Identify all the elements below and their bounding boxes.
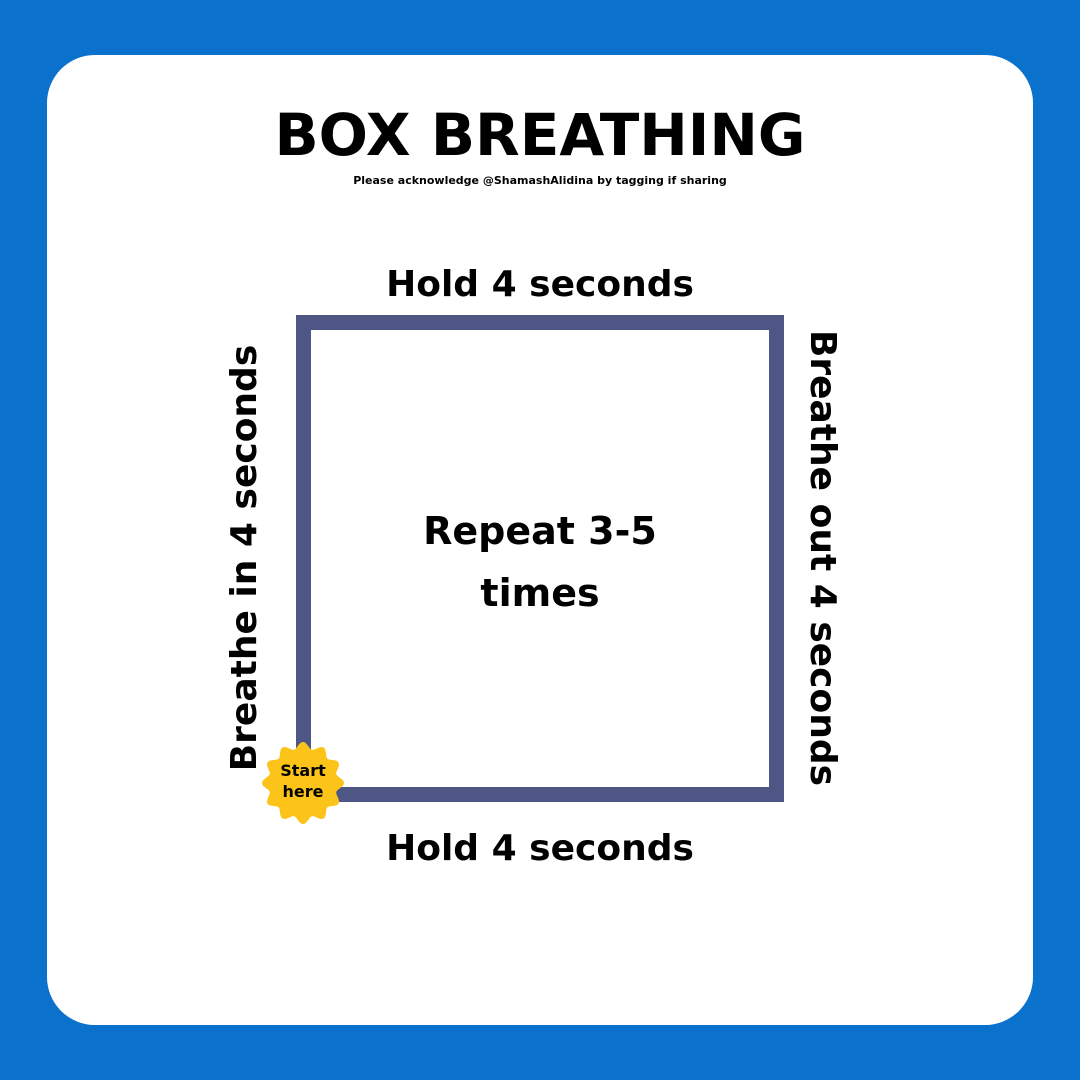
- start-badge-label: Start here: [280, 761, 326, 801]
- bottom-label: Hold 4 seconds: [386, 828, 694, 869]
- left-label: Breathe in 4 seconds: [224, 344, 265, 772]
- page-title: BOX BREATHING: [274, 101, 806, 169]
- top-label: Hold 4 seconds: [386, 264, 694, 305]
- scalloped-badge-icon: [262, 742, 344, 824]
- badge-shape: [262, 742, 344, 824]
- card: [47, 55, 1033, 1025]
- right-label: Breathe out 4 seconds: [802, 329, 843, 787]
- breathing-box: [296, 315, 784, 802]
- start-badge: Start here: [262, 742, 344, 824]
- subtitle: Please acknowledge @ShamashAlidina by ta…: [353, 174, 727, 187]
- center-text: Repeat 3-5 times: [423, 509, 657, 615]
